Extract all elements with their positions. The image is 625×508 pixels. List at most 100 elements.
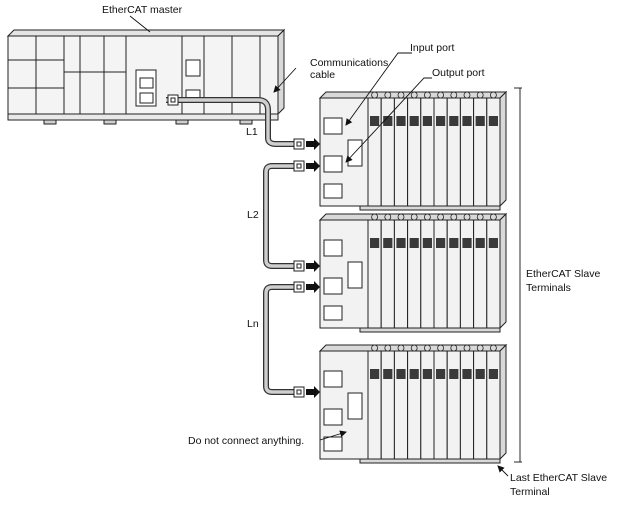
io-unit [407,350,422,460]
communications-cable [166,97,296,395]
io-unit-indicator [370,369,380,379]
rj45-connector-icon [293,160,305,172]
io-unit-screw [489,344,497,352]
io-unit [420,97,435,207]
io-unit-screw [410,91,418,99]
io-unit [459,219,475,329]
master-ethernet-port [139,77,154,104]
output-port-label: Output port [432,67,485,79]
input-port-label: Input port [410,42,454,54]
io-unit-indicator [370,238,380,248]
coupler-slot [323,305,343,321]
output-port [323,155,343,173]
slave-terminal-last [318,343,508,464]
rj45-connector-icon [293,260,305,272]
ethercat-master-unit [6,28,286,125]
io-unit-screw [371,344,379,352]
input-port [323,370,343,388]
io-unit-indicator [475,116,485,126]
io-unit [393,350,409,460]
io-unit-indicator [409,369,419,379]
io-unit-screw [384,213,392,221]
terminal-base-rail [359,205,501,211]
master-label: EtherCAT master [102,4,183,16]
io-unit-indicator [449,369,459,379]
io-unit-screw [450,213,458,221]
io-unit [367,97,382,207]
io-unit-screw [410,344,418,352]
io-unit-screw [397,344,405,352]
io-unit-screw [476,91,484,99]
io-unit-screw [371,213,379,221]
io-unit-indicator [396,116,406,126]
io-unit-indicator [422,369,432,379]
io-unit [407,219,422,329]
io-unit [433,97,448,207]
io-unit-screw [476,344,484,352]
coupler-slot [323,436,343,452]
io-unit [486,219,501,329]
io-unit [433,350,448,460]
io-unit-screw [450,91,458,99]
io-unit-indicator [449,116,459,126]
io-unit [407,97,422,207]
io-unit [486,97,501,207]
io-unit-screw [423,344,431,352]
terminal-side-face [499,90,507,208]
io-unit-screw [423,213,431,221]
io-unit-indicator [422,116,432,126]
slave-terminal-1 [318,90,508,211]
io-unit-indicator [422,238,432,248]
segment-l1-label: L1 [246,126,258,138]
io-unit-screw [476,213,484,221]
arrow-right-icon [306,386,320,398]
io-unit-screw [463,344,471,352]
slave-terminals-label-line-1: EtherCAT Slave [526,268,600,280]
last-slave-label-line-1: Last EtherCAT Slave [510,472,607,484]
io-unit-indicator [462,238,472,248]
coupler-switches [347,261,363,289]
io-unit [393,97,409,207]
terminal-base-rail [359,327,501,333]
last-slave-leader [497,465,509,477]
io-unit-screw [423,91,431,99]
io-unit-screw [463,91,471,99]
cable-label-line-2: cable [310,69,335,81]
input-port [323,239,343,257]
io-unit-screw [410,213,418,221]
io-unit [367,219,382,329]
io-unit [420,219,435,329]
io-unit-screw [397,213,405,221]
coupler-switches [347,392,363,420]
io-unit-screw [437,344,445,352]
terminal-base-rail [359,458,501,464]
io-unit [446,350,461,460]
slave-terminals-bracket [514,87,522,463]
io-unit-screw [397,91,405,99]
io-unit [380,219,395,329]
output-port-leader [345,77,432,163]
cable-label: Communications cable [310,57,391,81]
io-unit-indicator [462,116,472,126]
io-unit-screw [489,213,497,221]
arrow-right-icon [306,160,320,172]
coupler-slot [323,183,343,199]
io-unit-indicator [475,369,485,379]
io-unit [420,350,435,460]
io-unit-indicator [383,238,393,248]
io-unit-indicator [396,238,406,248]
io-unit-screw [384,344,392,352]
io-unit-indicator [436,369,446,379]
io-unit-screw [437,91,445,99]
segment-ln-label: Ln [247,318,259,330]
io-unit-indicator [383,116,393,126]
io-unit-screw [371,91,379,99]
io-unit [459,350,475,460]
io-unit-indicator [396,369,406,379]
io-unit-screw [437,213,445,221]
io-unit-indicator [383,369,393,379]
io-unit [446,219,461,329]
arrow-right-icon [306,281,320,293]
io-unit-indicator [409,116,419,126]
